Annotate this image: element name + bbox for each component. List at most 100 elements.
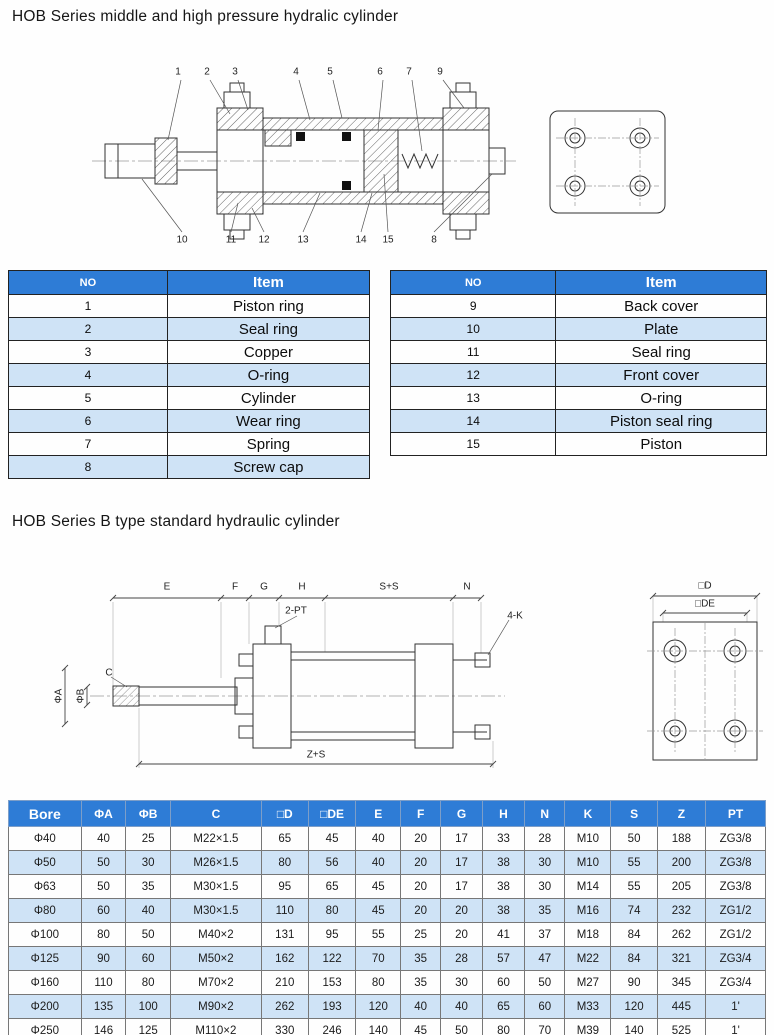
table-cell: 9 <box>389 294 557 318</box>
column-header: □DE <box>307 800 357 827</box>
table-cell: 20 <box>440 898 483 923</box>
table-cell: 80 <box>80 922 127 947</box>
table-cell: 120 <box>355 994 402 1019</box>
column-header: □D <box>260 800 309 827</box>
table-cell: Φ250 <box>8 1018 82 1035</box>
table-cell: 60 <box>125 946 171 971</box>
table-cell: 80 <box>260 850 309 875</box>
table-cell: 25 <box>125 826 171 851</box>
table-cell: Φ160 <box>8 970 82 995</box>
table-cell: 40 <box>440 994 483 1019</box>
table-cell: ZG3/8 <box>705 850 766 875</box>
column-header: G <box>440 800 483 827</box>
column-header: NO <box>389 270 557 295</box>
table-cell: 210 <box>260 970 309 995</box>
table-cell: 1' <box>705 994 766 1019</box>
table-cell: 38 <box>481 850 526 875</box>
column-header: NO <box>8 270 168 295</box>
part-number-label: 3 <box>232 66 238 78</box>
table-cell: 33 <box>481 826 526 851</box>
part-number-label: 9 <box>437 66 443 78</box>
part-number-label: 2 <box>204 66 210 78</box>
table-cell: 12 <box>389 363 557 387</box>
dim-label-f: F <box>231 581 239 593</box>
table-cell: M18 <box>564 922 612 947</box>
part-number-label: 8 <box>431 234 437 246</box>
column-header: F <box>400 800 442 827</box>
table-cell: 60 <box>524 994 566 1019</box>
table-cell: Cylinder <box>166 386 371 410</box>
section2-title: HOB Series B type standard hydraulic cyl… <box>12 513 340 530</box>
table-cell: 35 <box>400 970 442 995</box>
dim-label-n: N <box>463 581 471 593</box>
table-cell: M30×1.5 <box>169 898 262 923</box>
table-cell: 50 <box>125 922 171 947</box>
table-cell: M22×1.5 <box>169 826 262 851</box>
dim-label-c: C <box>105 667 113 679</box>
table-cell: 120 <box>610 994 658 1019</box>
table-cell: 246 <box>307 1018 357 1035</box>
table-cell: 1' <box>705 1018 766 1035</box>
table-cell: O-ring <box>166 363 371 387</box>
table-cell: 1 <box>8 294 168 318</box>
table-cell: M26×1.5 <box>169 850 262 875</box>
table-cell: 5 <box>8 386 168 410</box>
table-cell: 153 <box>307 970 357 995</box>
table-cell: 20 <box>440 922 483 947</box>
table-cell: 17 <box>440 850 483 875</box>
table-cell: ZG1/2 <box>705 898 766 923</box>
table-cell: ZG3/8 <box>705 826 766 851</box>
table-cell: 40 <box>355 826 402 851</box>
table-cell: 41 <box>481 922 526 947</box>
table-cell: M30×1.5 <box>169 874 262 899</box>
table-cell: 8 <box>8 455 168 479</box>
table-cell: 50 <box>80 874 127 899</box>
table-cell: 35 <box>400 946 442 971</box>
port-label: 2-PT <box>285 605 307 617</box>
table-cell: 6 <box>8 409 168 433</box>
table-cell: 4 <box>8 363 168 387</box>
table-cell: Φ80 <box>8 898 82 923</box>
part-number-label: 14 <box>355 234 367 246</box>
table-cell: 232 <box>656 898 707 923</box>
section1-title: HOB Series middle and high pressure hydr… <box>12 8 399 25</box>
table-cell: ZG3/8 <box>705 874 766 899</box>
table-cell: M16 <box>564 898 612 923</box>
table-cell: Piston ring <box>166 294 371 318</box>
table-cell: 84 <box>610 946 658 971</box>
column-header: ΦB <box>125 800 171 827</box>
part-number-label: 12 <box>258 234 270 246</box>
dim-label-square-de: □DE <box>695 598 715 610</box>
table-cell: 70 <box>524 1018 566 1035</box>
table-cell: 525 <box>656 1018 707 1035</box>
table-cell: Front cover <box>555 363 767 387</box>
table-cell: 45 <box>307 826 357 851</box>
table-cell: 30 <box>524 874 566 899</box>
column-header: Item <box>555 270 767 295</box>
table-cell: 65 <box>307 874 357 899</box>
table-cell: 146 <box>80 1018 127 1035</box>
table-cell: 20 <box>400 898 442 923</box>
dim-label-phi-a: ΦA <box>53 688 65 704</box>
dim-label-zs: Z+S <box>306 749 326 761</box>
table-cell: 37 <box>524 922 566 947</box>
table-cell: 30 <box>440 970 483 995</box>
part-number-label: 4 <box>293 66 299 78</box>
table-cell: 321 <box>656 946 707 971</box>
table-cell: 40 <box>355 850 402 875</box>
table-cell: 100 <box>125 994 171 1019</box>
table-cell: M10 <box>564 850 612 875</box>
column-header: K <box>564 800 612 827</box>
